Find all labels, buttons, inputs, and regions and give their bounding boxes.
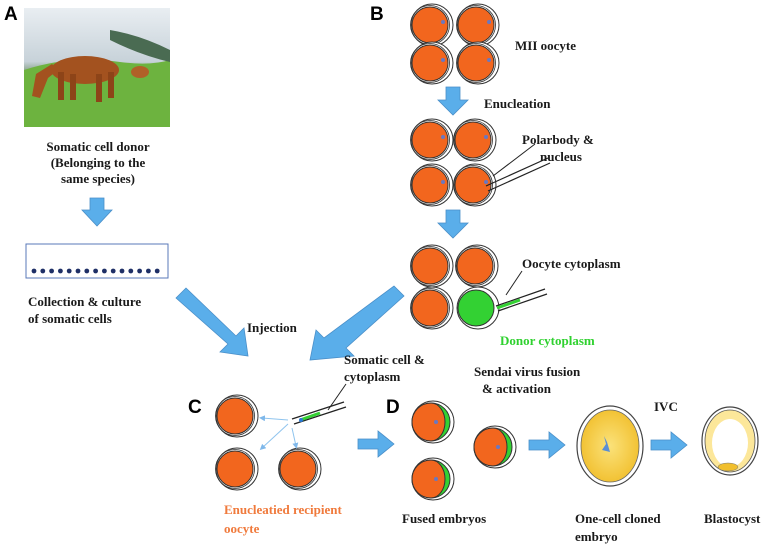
cyto-oocyte-3 xyxy=(410,286,454,330)
mii-oocyte-3 xyxy=(411,42,454,84)
somatic-cell-dot xyxy=(137,268,143,274)
recipient-oocyte-3 xyxy=(278,447,322,491)
panel-label-b: B xyxy=(370,4,384,25)
panel-label-a: A xyxy=(4,4,18,25)
injection-label: Injection xyxy=(247,320,298,335)
down-arrow-b1 xyxy=(437,86,469,116)
somatic-cell-dot xyxy=(75,268,81,274)
panel-label-c: C xyxy=(188,397,202,418)
down-arrow-a xyxy=(81,197,113,227)
recipient-oocyte-1 xyxy=(215,394,259,438)
onecell-label-2: embryo xyxy=(575,529,618,544)
somatic-cell-dot xyxy=(146,268,151,274)
arrow-to-injection-left xyxy=(175,287,249,357)
one-cell-embryo xyxy=(576,405,644,487)
blastocyst-label: Blastocyst xyxy=(704,511,761,526)
enucleation-label: Enucleation xyxy=(484,96,551,111)
fused-label: Fused embryos xyxy=(402,511,486,526)
culture-dish xyxy=(25,243,169,279)
down-arrow-b2 xyxy=(437,209,469,239)
mii-oocyte-2 xyxy=(457,4,500,46)
injection-pipette-c xyxy=(291,401,347,425)
enuc-oocyte-2 xyxy=(454,119,497,161)
mii-oocyte-1 xyxy=(411,4,454,46)
donor-label-1: Somatic cell donor xyxy=(46,139,149,154)
blastocyst xyxy=(701,406,759,476)
sendai-label-2: & activation xyxy=(482,381,552,396)
donor-label-3: same species) xyxy=(61,171,135,186)
somatic-cell-dot xyxy=(128,268,134,274)
fused-embryo-3 xyxy=(411,457,455,501)
somatic-cell-dot xyxy=(58,268,63,274)
fused-embryo-1 xyxy=(411,400,455,444)
donor-label-2: (Belonging to the xyxy=(51,155,146,170)
recipient-oocyte-2 xyxy=(215,447,259,491)
somatic-cell-dot xyxy=(31,268,37,274)
donor-cytoplasm-oocyte xyxy=(456,286,500,330)
enuc-oocyte-1 xyxy=(411,119,454,161)
recipient-label-1: Enucleatied recipient xyxy=(224,502,343,517)
arrow-ivc xyxy=(650,431,688,459)
donor-cytoplasm-label: Donor cytoplasm xyxy=(500,333,595,348)
recipient-label-2: oocyte xyxy=(224,521,260,536)
enuc-oocyte-3 xyxy=(411,164,454,206)
somatic-cell-dot xyxy=(49,268,54,274)
fused-embryo-2 xyxy=(473,425,517,469)
enucleation-pipette xyxy=(485,143,551,192)
collection-label-1: Collection & culture xyxy=(28,294,141,309)
sendai-label-1: Sendai virus fusion xyxy=(474,364,581,379)
somatic-label-2: cytoplasm xyxy=(344,369,401,384)
somatic-label-1: Somatic cell & xyxy=(344,352,425,367)
onecell-label-1: One-cell cloned xyxy=(575,511,661,526)
arrow-to-injection-right xyxy=(309,285,405,361)
somatic-cell-dot xyxy=(84,268,90,274)
somatic-cell-dot xyxy=(66,268,72,274)
arrow-fusion xyxy=(528,431,566,459)
somatic-cell-dot xyxy=(93,268,98,274)
arrow-c-to-d xyxy=(357,430,395,458)
mii-oocyte-label: MII oocyte xyxy=(515,38,576,53)
oocyte-cytoplasm-label: Oocyte cytoplasm xyxy=(522,256,621,271)
mii-oocyte-4 xyxy=(457,42,500,84)
somatic-cell-dot xyxy=(110,268,116,274)
panel-label-d: D xyxy=(386,397,400,418)
injection-pipette-b xyxy=(495,270,548,312)
somatic-cell-dot xyxy=(102,268,107,274)
somatic-cell-dot xyxy=(154,268,160,274)
polarbody-label-1: Polarbody & xyxy=(522,132,594,147)
somatic-cell-dot xyxy=(119,268,125,274)
cow-photo xyxy=(24,8,170,127)
collection-label-2: of somatic cells xyxy=(28,311,112,326)
distribution-arrows xyxy=(259,415,299,451)
cyto-oocyte-1 xyxy=(410,244,454,288)
somatic-cell-dot xyxy=(40,268,46,274)
ivc-label: IVC xyxy=(654,399,678,414)
polarbody-label-2: nucleus xyxy=(540,149,582,164)
cyto-oocyte-2 xyxy=(455,244,499,288)
